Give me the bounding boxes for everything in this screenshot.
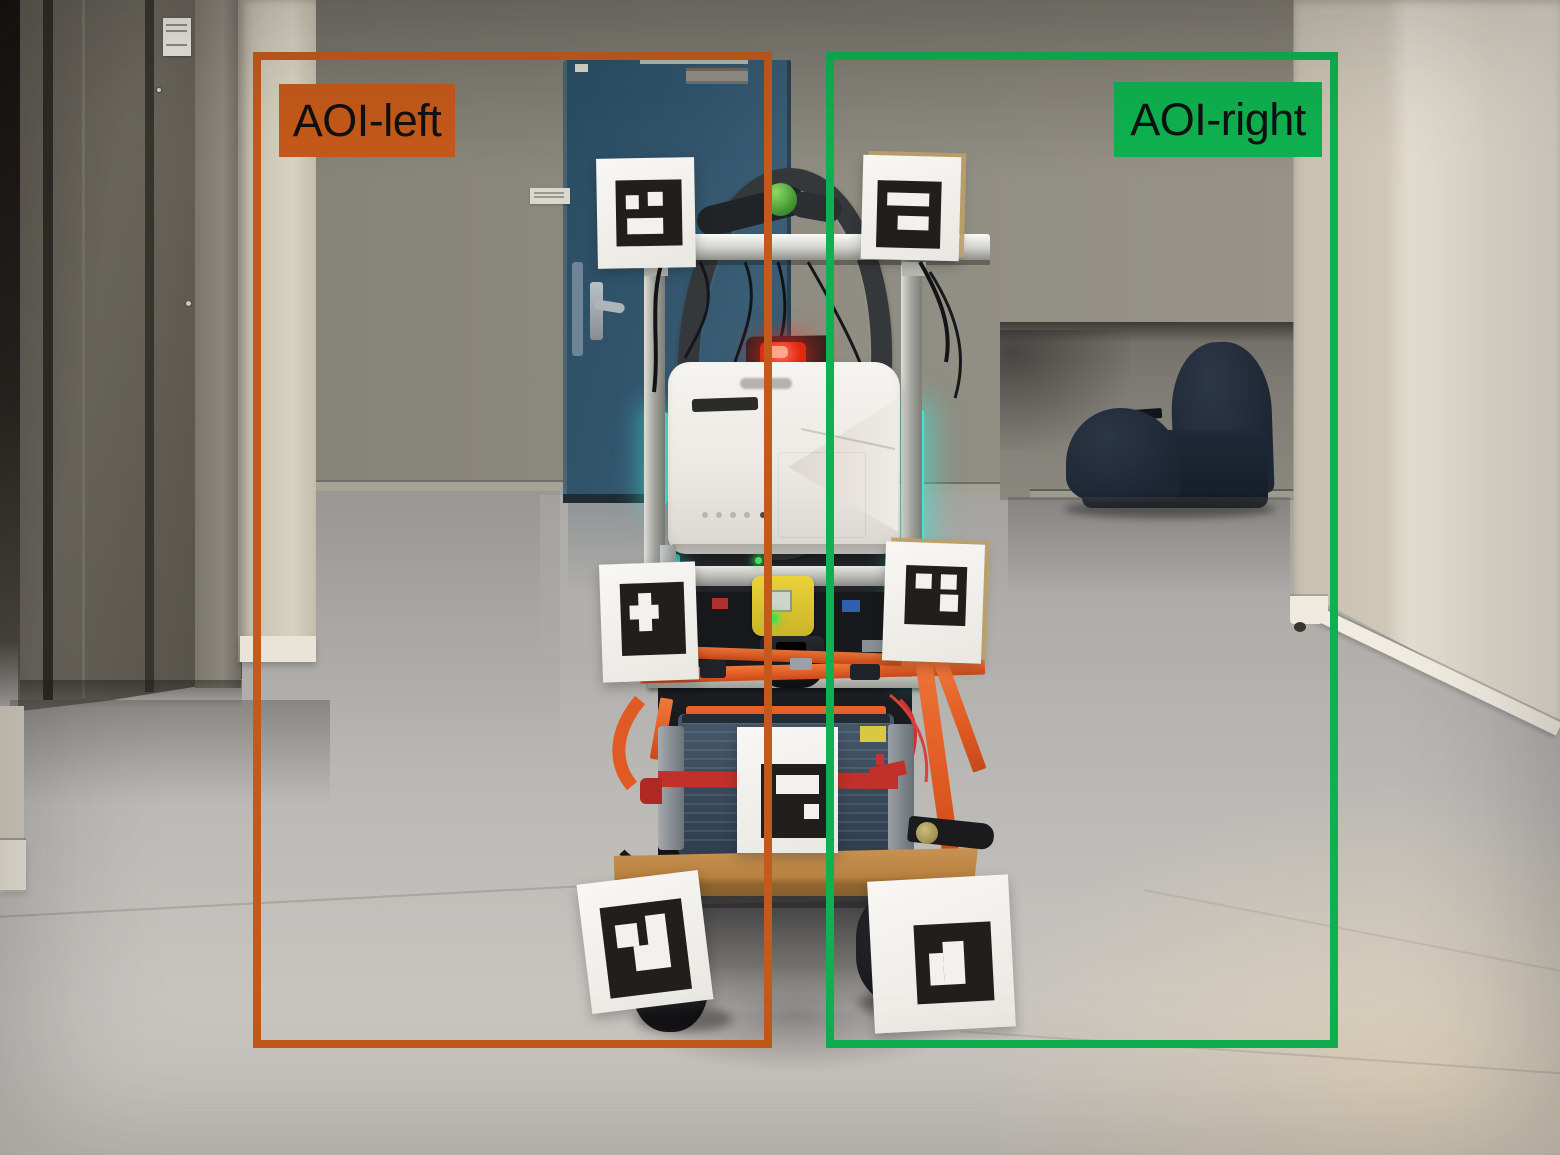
door-handle-plate	[590, 282, 603, 340]
strap-buckle	[850, 664, 880, 680]
door-sticker	[575, 64, 588, 72]
electronics-component	[712, 598, 728, 609]
sensor-display	[766, 590, 792, 612]
lidar-window	[776, 642, 806, 652]
sofa-shadow	[1064, 500, 1276, 518]
door-kick-strip	[572, 262, 583, 356]
strap-buckle	[790, 658, 812, 670]
ratchet-disc	[916, 822, 938, 844]
wall-sign	[530, 188, 570, 204]
sensor-led	[769, 614, 778, 623]
skirting-board	[314, 480, 563, 491]
electronics-component	[842, 600, 860, 612]
aoi-left-box: AOI-left	[253, 52, 772, 1048]
fiducial-marker-center-battery-cell	[804, 803, 820, 820]
aoi-right-box: AOI-right	[826, 52, 1338, 1048]
electronics-component	[862, 640, 888, 652]
wall-pillar-base	[240, 636, 316, 662]
corner-moulding	[1290, 596, 1328, 624]
alcove-floor-shadow	[1008, 497, 1290, 612]
projector-indicator	[716, 512, 722, 518]
aoi-right-label: AOI-right	[1114, 82, 1322, 157]
elevator-sticker	[163, 18, 191, 56]
elevator-floor-reflection	[10, 700, 330, 830]
projector-power-dot	[760, 512, 766, 518]
fiducial-marker-center-battery	[737, 727, 838, 853]
elevator-side-panel	[195, 0, 241, 688]
elevator-door-gap	[145, 0, 154, 692]
door-edge	[563, 60, 567, 496]
elevator-threshold-shadow	[20, 680, 242, 708]
door-edge	[787, 60, 791, 496]
aoi-left-label: AOI-left	[279, 84, 455, 157]
elevator-door-edge	[82, 0, 85, 698]
door-stopper	[1294, 622, 1306, 632]
projector-indicator	[702, 512, 708, 518]
elevator-keyhole	[155, 86, 163, 94]
frame-post-right	[901, 250, 922, 550]
projector-panel	[778, 452, 866, 538]
left-pillar-base	[0, 840, 26, 890]
status-led	[755, 557, 762, 564]
elevator-door-gap	[43, 0, 53, 700]
red-lamp-highlight	[768, 346, 788, 358]
sofa-armrest	[1066, 408, 1180, 502]
projector-indicator	[730, 512, 736, 518]
strap-hook	[640, 778, 662, 804]
battery-label	[860, 726, 886, 742]
fiducial-marker-center-battery-ink	[761, 763, 833, 838]
left-frame-edge	[0, 0, 20, 712]
rail-shadow	[604, 260, 990, 265]
elevator-keyhole	[184, 299, 193, 308]
strap-buckle	[700, 660, 726, 678]
door-top-frame	[640, 58, 748, 64]
projector-shadow	[672, 544, 898, 560]
battery-end-cap	[658, 726, 684, 850]
battery-top-edge	[682, 714, 890, 723]
projector-indicator	[744, 512, 750, 518]
fiducial-marker-center-battery-cell	[776, 775, 820, 794]
wheel-shadow	[636, 1006, 732, 1032]
battery-terminal	[876, 754, 884, 765]
door-vent	[686, 68, 748, 84]
